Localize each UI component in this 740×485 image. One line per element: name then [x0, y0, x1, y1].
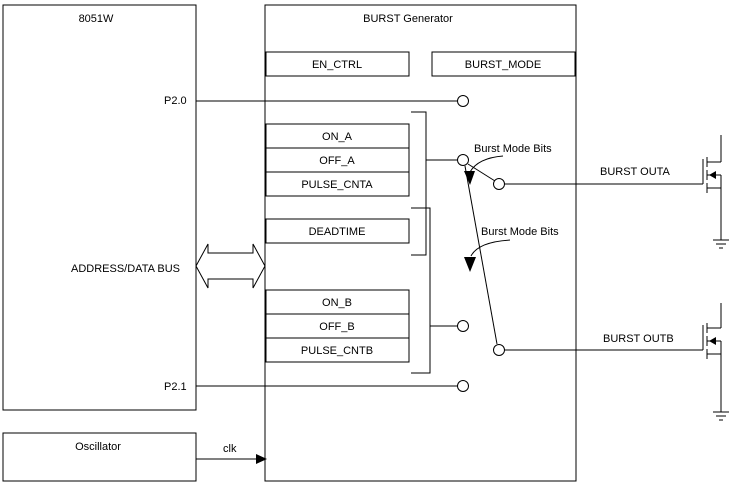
on-a-label: ON_A	[322, 131, 353, 143]
mode-bits-b-arrow-icon	[464, 257, 476, 272]
en-ctrl-label: EN_CTRL	[312, 59, 362, 71]
pulse-cnta-label: PULSE_CNTA	[301, 179, 373, 191]
p21-terminal-node	[457, 380, 469, 392]
clk-arrow-icon	[256, 454, 267, 464]
off-b-label: OFF_B	[319, 321, 354, 333]
crossover-wire	[464, 165, 498, 345]
pulse-cntb-register	[265, 337, 410, 363]
mosfet-a-icon	[702, 135, 729, 249]
mode-bits-b-label: Burst Mode Bits	[481, 226, 559, 238]
group-a-bracket	[411, 111, 427, 256]
mode-bits-b-curve	[470, 239, 511, 257]
p20-label: P2.0	[164, 95, 187, 107]
on-b-label: ON_B	[322, 297, 352, 309]
pulse-cnta-register	[265, 171, 410, 197]
burst-generator-label: BURST Generator	[363, 13, 453, 25]
group-b-bracket	[411, 207, 431, 374]
bus-double-arrow-icon	[195, 243, 266, 289]
off-b-register	[265, 313, 410, 339]
mosfet-b-icon	[702, 303, 729, 421]
group-a-node	[457, 154, 469, 166]
mcu-block	[2, 4, 197, 411]
mode-bits-a-arrow-icon	[464, 171, 475, 185]
en-ctrl-register	[265, 51, 410, 77]
deadtime-label: DEADTIME	[309, 226, 366, 238]
off-a-label: OFF_A	[319, 155, 355, 167]
off-a-register	[265, 147, 410, 173]
mode-bits-a-curve	[469, 155, 504, 173]
outb-switch-node	[493, 344, 505, 356]
mcu-label: 8051W	[79, 13, 114, 25]
burst-mode-label: BURST_MODE	[465, 59, 541, 71]
mode-bits-a-label: Burst Mode Bits	[474, 143, 552, 155]
group-b-node	[457, 320, 469, 332]
p21-label: P2.1	[164, 381, 187, 393]
deadtime-register	[265, 218, 410, 244]
switch-a-lever	[467, 163, 496, 182]
oscillator-block	[2, 432, 197, 482]
outa-label: BURST OUTA	[600, 166, 671, 178]
oscillator-label: Oscillator	[75, 441, 121, 453]
burst-mode-register	[431, 51, 576, 77]
bus-label: ADDRESS/DATA BUS	[71, 263, 180, 275]
outa-switch-node	[493, 178, 505, 190]
pulse-cntb-label: PULSE_CNTB	[301, 345, 373, 357]
outb-label: BURST OUTB	[603, 333, 674, 345]
clk-label: clk	[223, 443, 237, 455]
p20-terminal-node	[457, 95, 469, 107]
